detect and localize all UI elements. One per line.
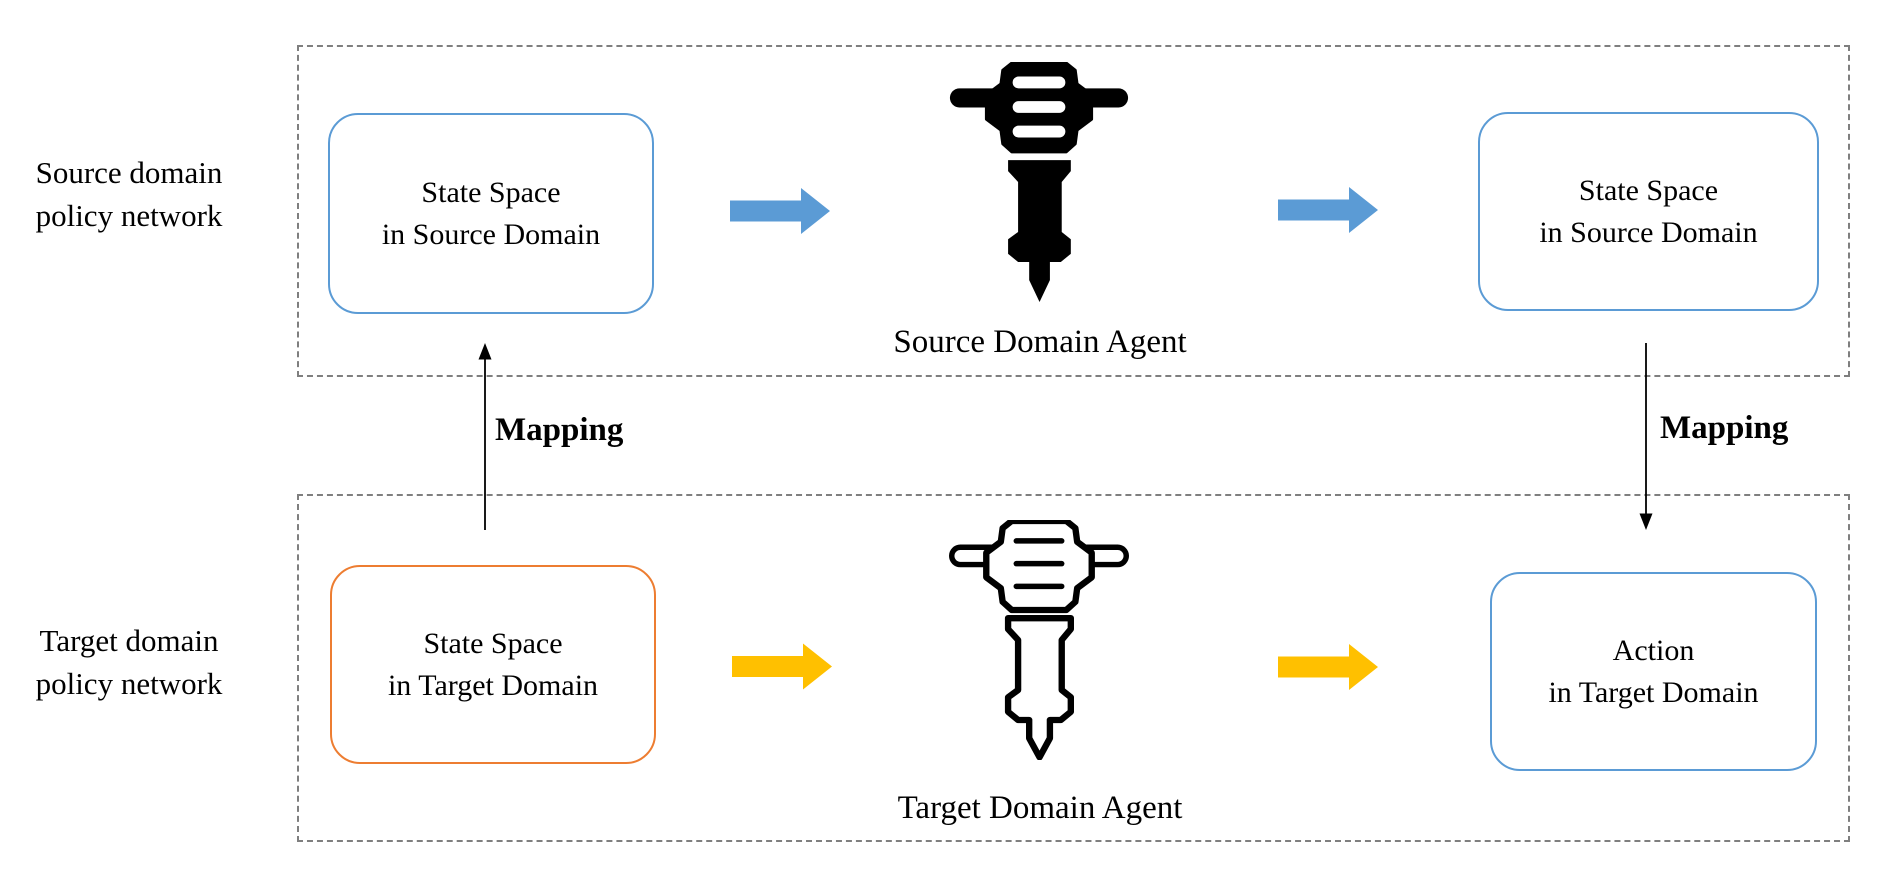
flow-arrow-blue-left-icon bbox=[730, 188, 830, 234]
jackhammer-outline-icon bbox=[949, 520, 1129, 760]
target-state-space-input-box: State Space in Target Domain bbox=[330, 565, 656, 764]
target-policy-network-label: Target domain policy network bbox=[3, 620, 255, 706]
mapping-right-label: Mapping bbox=[1660, 410, 1789, 446]
mapping-arrow-up-icon bbox=[478, 343, 492, 530]
mapping-left-label: Mapping bbox=[495, 412, 624, 448]
source-state-space-output-line2: in Source Domain bbox=[1539, 215, 1758, 249]
flow-arrow-blue-right-icon bbox=[1278, 187, 1378, 233]
source-state-space-input-line2: in Source Domain bbox=[381, 217, 601, 251]
source-state-space-output-text: State Space in Source Domain bbox=[1539, 170, 1757, 254]
target-domain-agent-label: Target Domain Agent bbox=[897, 790, 1183, 826]
jackhammer-solid-icon bbox=[949, 62, 1129, 302]
source-state-space-output-box: State Space in Source Domain bbox=[1478, 112, 1819, 311]
target-action-output-text: Action in Target Domain bbox=[1548, 630, 1758, 714]
target-state-space-input-line2: in Target Domain bbox=[387, 668, 599, 702]
target-state-space-input-text: State Space in Target Domain bbox=[388, 623, 598, 707]
target-action-output-box: Action in Target Domain bbox=[1490, 572, 1817, 771]
target-domain-group-border bbox=[297, 494, 1850, 842]
source-domain-agent-label: Source Domain Agent bbox=[893, 324, 1187, 360]
flow-arrow-gold-left-icon bbox=[732, 643, 832, 690]
source-state-space-input-box: State Space in Source Domain bbox=[328, 113, 654, 314]
flow-arrow-gold-right-icon bbox=[1278, 644, 1378, 690]
source-state-space-input-text: State Space in Source Domain bbox=[382, 172, 600, 256]
target-action-output-line2: in Target Domain bbox=[1548, 675, 1759, 709]
source-policy-network-label-line1: Source domain bbox=[35, 155, 223, 190]
target-policy-network-label-line2: policy network bbox=[35, 665, 223, 701]
source-state-space-input-line1: State Space bbox=[421, 175, 561, 209]
mapping-arrow-down-icon bbox=[1639, 343, 1653, 530]
target-state-space-input-line1: State Space bbox=[423, 626, 563, 660]
target-policy-network-label-line1: Target domain bbox=[39, 623, 219, 658]
target-action-output-line1: Action bbox=[1612, 633, 1695, 667]
source-domain-group-border bbox=[297, 45, 1850, 377]
source-policy-network-label-line2: policy network bbox=[35, 197, 223, 233]
source-state-space-output-line1: State Space bbox=[1578, 173, 1719, 207]
source-policy-network-label: Source domain policy network bbox=[3, 152, 255, 238]
